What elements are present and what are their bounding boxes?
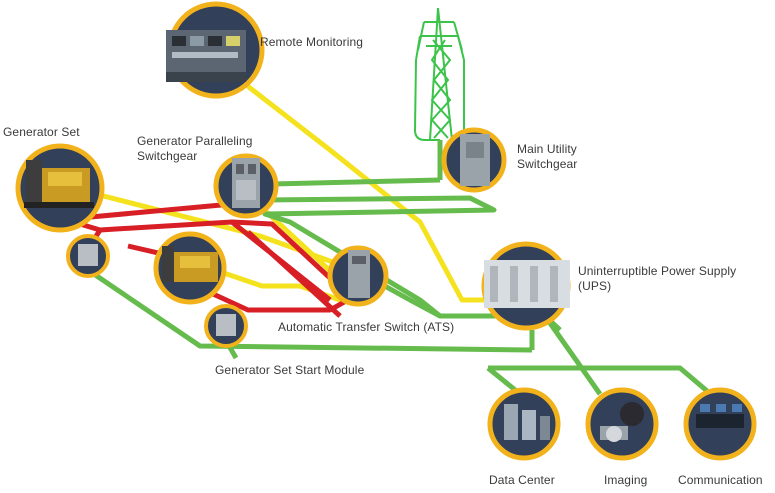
label-remote-monitoring: Remote Monitoring [260,35,364,49]
communication-badge [683,387,757,461]
label-ups: Uninterruptible Power Supply (UPS) [578,264,736,294]
control-box-icon [78,244,98,266]
control-room-icon [696,404,744,428]
ups-rack-icon [484,260,570,308]
control-box-icon [216,314,236,336]
start-module-badge-2 [204,304,248,348]
ats-badge [327,245,389,307]
paralleling-switchgear-badge [213,153,279,219]
switchgear-cabinet-icon [460,134,490,186]
server-room-icon [504,404,550,440]
label-ats: Automatic Transfer Switch (ATS) [278,320,455,334]
label-imaging: Imaging [604,473,648,487]
label-data-center: Data Center [489,473,555,487]
start-module-badge-1 [66,234,110,278]
medical-imaging-icon [600,402,644,442]
label-paralleling-line2: Switchgear [137,149,198,163]
label-ups-line1: Uninterruptible Power Supply [578,264,737,278]
data-center-badge [487,387,561,461]
label-main-utility-line1: Main Utility [517,142,577,156]
label-paralleling-switchgear: Generator Paralleling Switchgear [137,134,253,164]
label-generator-set: Generator Set [3,125,80,139]
transmission-tower-icon [413,7,465,141]
main-utility-badge [441,127,507,193]
label-paralleling-line1: Generator Paralleling [137,134,253,148]
label-main-utility-line2: Switchgear [517,157,578,171]
generator-set-badge [15,143,105,233]
label-communication: Communication [678,473,763,487]
control-console-icon [166,30,246,82]
label-main-utility: Main Utility Switchgear [517,142,577,172]
label-start-module: Generator Set Start Module [215,363,365,377]
remote-monitoring-badge [166,1,265,99]
label-ups-line2: (UPS) [578,279,612,293]
imaging-badge [585,387,659,461]
switchgear-cabinet-icon [232,158,260,208]
generator-engine-icon [162,246,218,282]
switchgear-cabinet-icon [348,250,370,298]
generator-engine-icon [24,160,94,208]
generator-set-badge-2 [153,231,227,305]
ups-badge [481,241,571,331]
